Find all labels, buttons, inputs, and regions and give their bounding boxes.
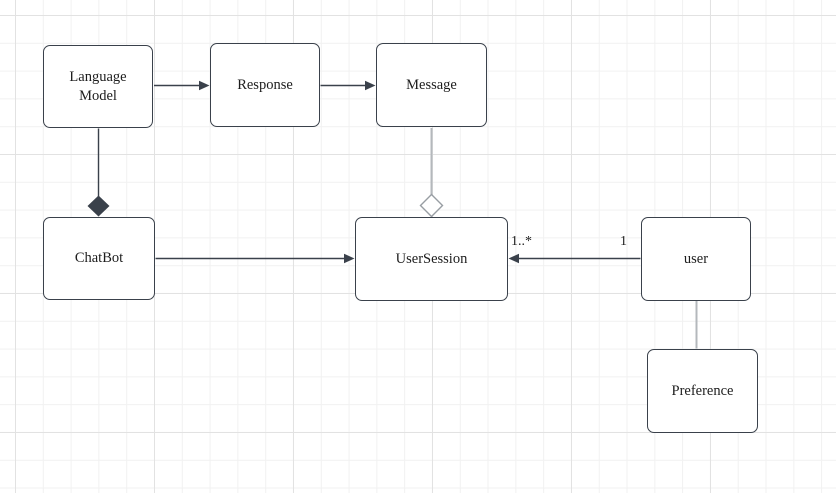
node-language-model[interactable]: Language Model — [43, 45, 153, 128]
arrowhead-into-usersession-right — [508, 253, 519, 264]
multiplicity-label-user-end[interactable]: 1 — [620, 234, 627, 249]
aggregation-hollow-diamond — [419, 193, 444, 218]
node-label: user — [683, 250, 709, 267]
node-response[interactable]: Response — [210, 43, 320, 127]
node-label: Preference — [671, 382, 734, 399]
composition-filled-diamond — [87, 195, 110, 217]
arrowhead-into-usersession-left — [344, 253, 355, 264]
node-label: ChatBot — [74, 250, 124, 267]
node-label: Response — [237, 76, 293, 93]
arrowhead-into-message — [365, 80, 376, 91]
node-label: Message — [406, 76, 457, 93]
node-user[interactable]: user — [641, 217, 751, 301]
node-message[interactable]: Message — [376, 43, 487, 127]
multiplicity-label-usersession-end[interactable]: 1..* — [511, 234, 532, 249]
node-usersession[interactable]: UserSession — [355, 217, 508, 301]
node-preference[interactable]: Preference — [647, 349, 758, 433]
node-label: UserSession — [395, 250, 468, 267]
node-chatbot[interactable]: ChatBot — [43, 217, 155, 300]
arrowhead-into-response — [199, 80, 210, 91]
node-label: Language Model — [69, 69, 127, 104]
